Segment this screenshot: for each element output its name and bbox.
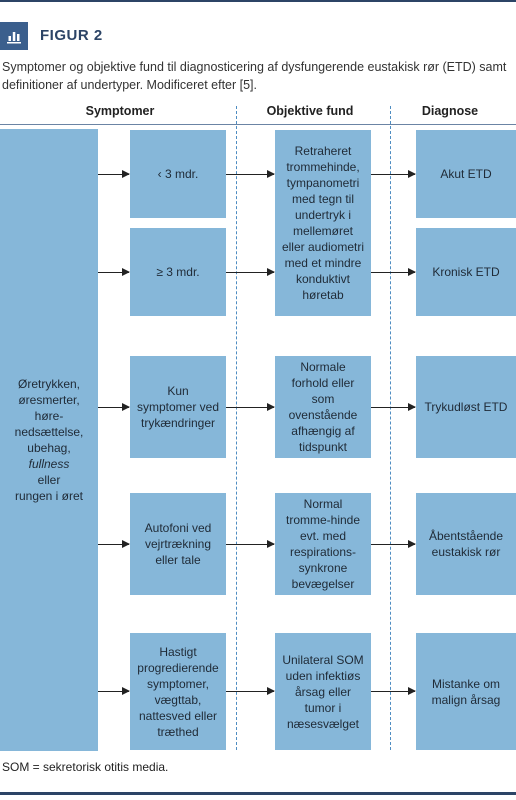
arrow [98, 169, 130, 178]
arrow [226, 169, 275, 178]
arrow [371, 686, 416, 695]
figure-header: FIGUR 2 [0, 12, 516, 52]
main-symptom-line: fullness [28, 457, 70, 471]
arrow [98, 267, 130, 276]
column-divider-2 [390, 106, 391, 750]
diagnosis-box: Akut ETD [416, 130, 516, 218]
symptom-box: Kun symptomer ved trykændringer [130, 356, 226, 458]
arrow [98, 539, 130, 548]
arrow [226, 267, 275, 276]
arrow [98, 686, 130, 695]
main-symptom-line: rungen i øret [14, 489, 84, 503]
figure-caption: Symptomer og objektive fund til diagnost… [2, 60, 507, 92]
finding-box: Retraheret trommehinde, tympanometri med… [275, 130, 371, 316]
main-symptom-line: eller [37, 473, 61, 487]
symptom-box: ≥ 3 mdr. [130, 228, 226, 316]
main-symptom-box: Øretrykken, øresmerter, høre- nedsættels… [0, 129, 98, 751]
finding-box: Normale forhold eller som ovenstående af… [275, 356, 371, 458]
column-header-symptoms: Symptomer [85, 104, 155, 118]
figure-label: FIGUR 2 [40, 27, 103, 44]
arrow [371, 402, 416, 411]
top-rule [0, 0, 516, 2]
symptom-box: ‹ 3 mdr. [130, 130, 226, 218]
main-symptom-line: Øretrykken, [17, 377, 80, 391]
header-divider [0, 124, 516, 125]
bottom-rule [0, 792, 516, 795]
arrow [371, 169, 416, 178]
arrow [371, 539, 416, 548]
arrow [371, 267, 416, 276]
diagnosis-box: Mistanke om malign årsag [416, 633, 516, 750]
finding-box: Unilateral SOM uden infektiøs årsag elle… [275, 633, 371, 750]
column-divider-1 [236, 106, 237, 750]
column-header-diagnosis: Diagnose [421, 104, 479, 118]
footnote: SOM = sekretorisk otitis media. [2, 760, 169, 774]
symptom-box: Hastigt progredierende symptomer, vægtta… [130, 633, 226, 750]
arrow [98, 402, 130, 411]
main-symptom-line: nedsættelse, [14, 425, 84, 439]
diagnosis-box: Åbentstående eustakisk rør [416, 493, 516, 595]
arrow [226, 686, 275, 695]
diagnosis-box: Kronisk ETD [416, 228, 516, 316]
arrow [226, 402, 275, 411]
finding-box: Normal tromme-hinde evt. med respiration… [275, 493, 371, 595]
main-symptom-line: høre- [34, 409, 64, 423]
diagnosis-box: Trykudløst ETD [416, 356, 516, 458]
main-symptom-line: øresmerter, [18, 393, 80, 407]
symptom-box: Autofoni ved vejrtrækning eller tale [130, 493, 226, 595]
column-header-findings: Objektive fund [266, 104, 354, 118]
main-symptom-line: ubehag, [27, 441, 71, 455]
bar-chart-icon [0, 22, 28, 50]
arrow [226, 539, 275, 548]
